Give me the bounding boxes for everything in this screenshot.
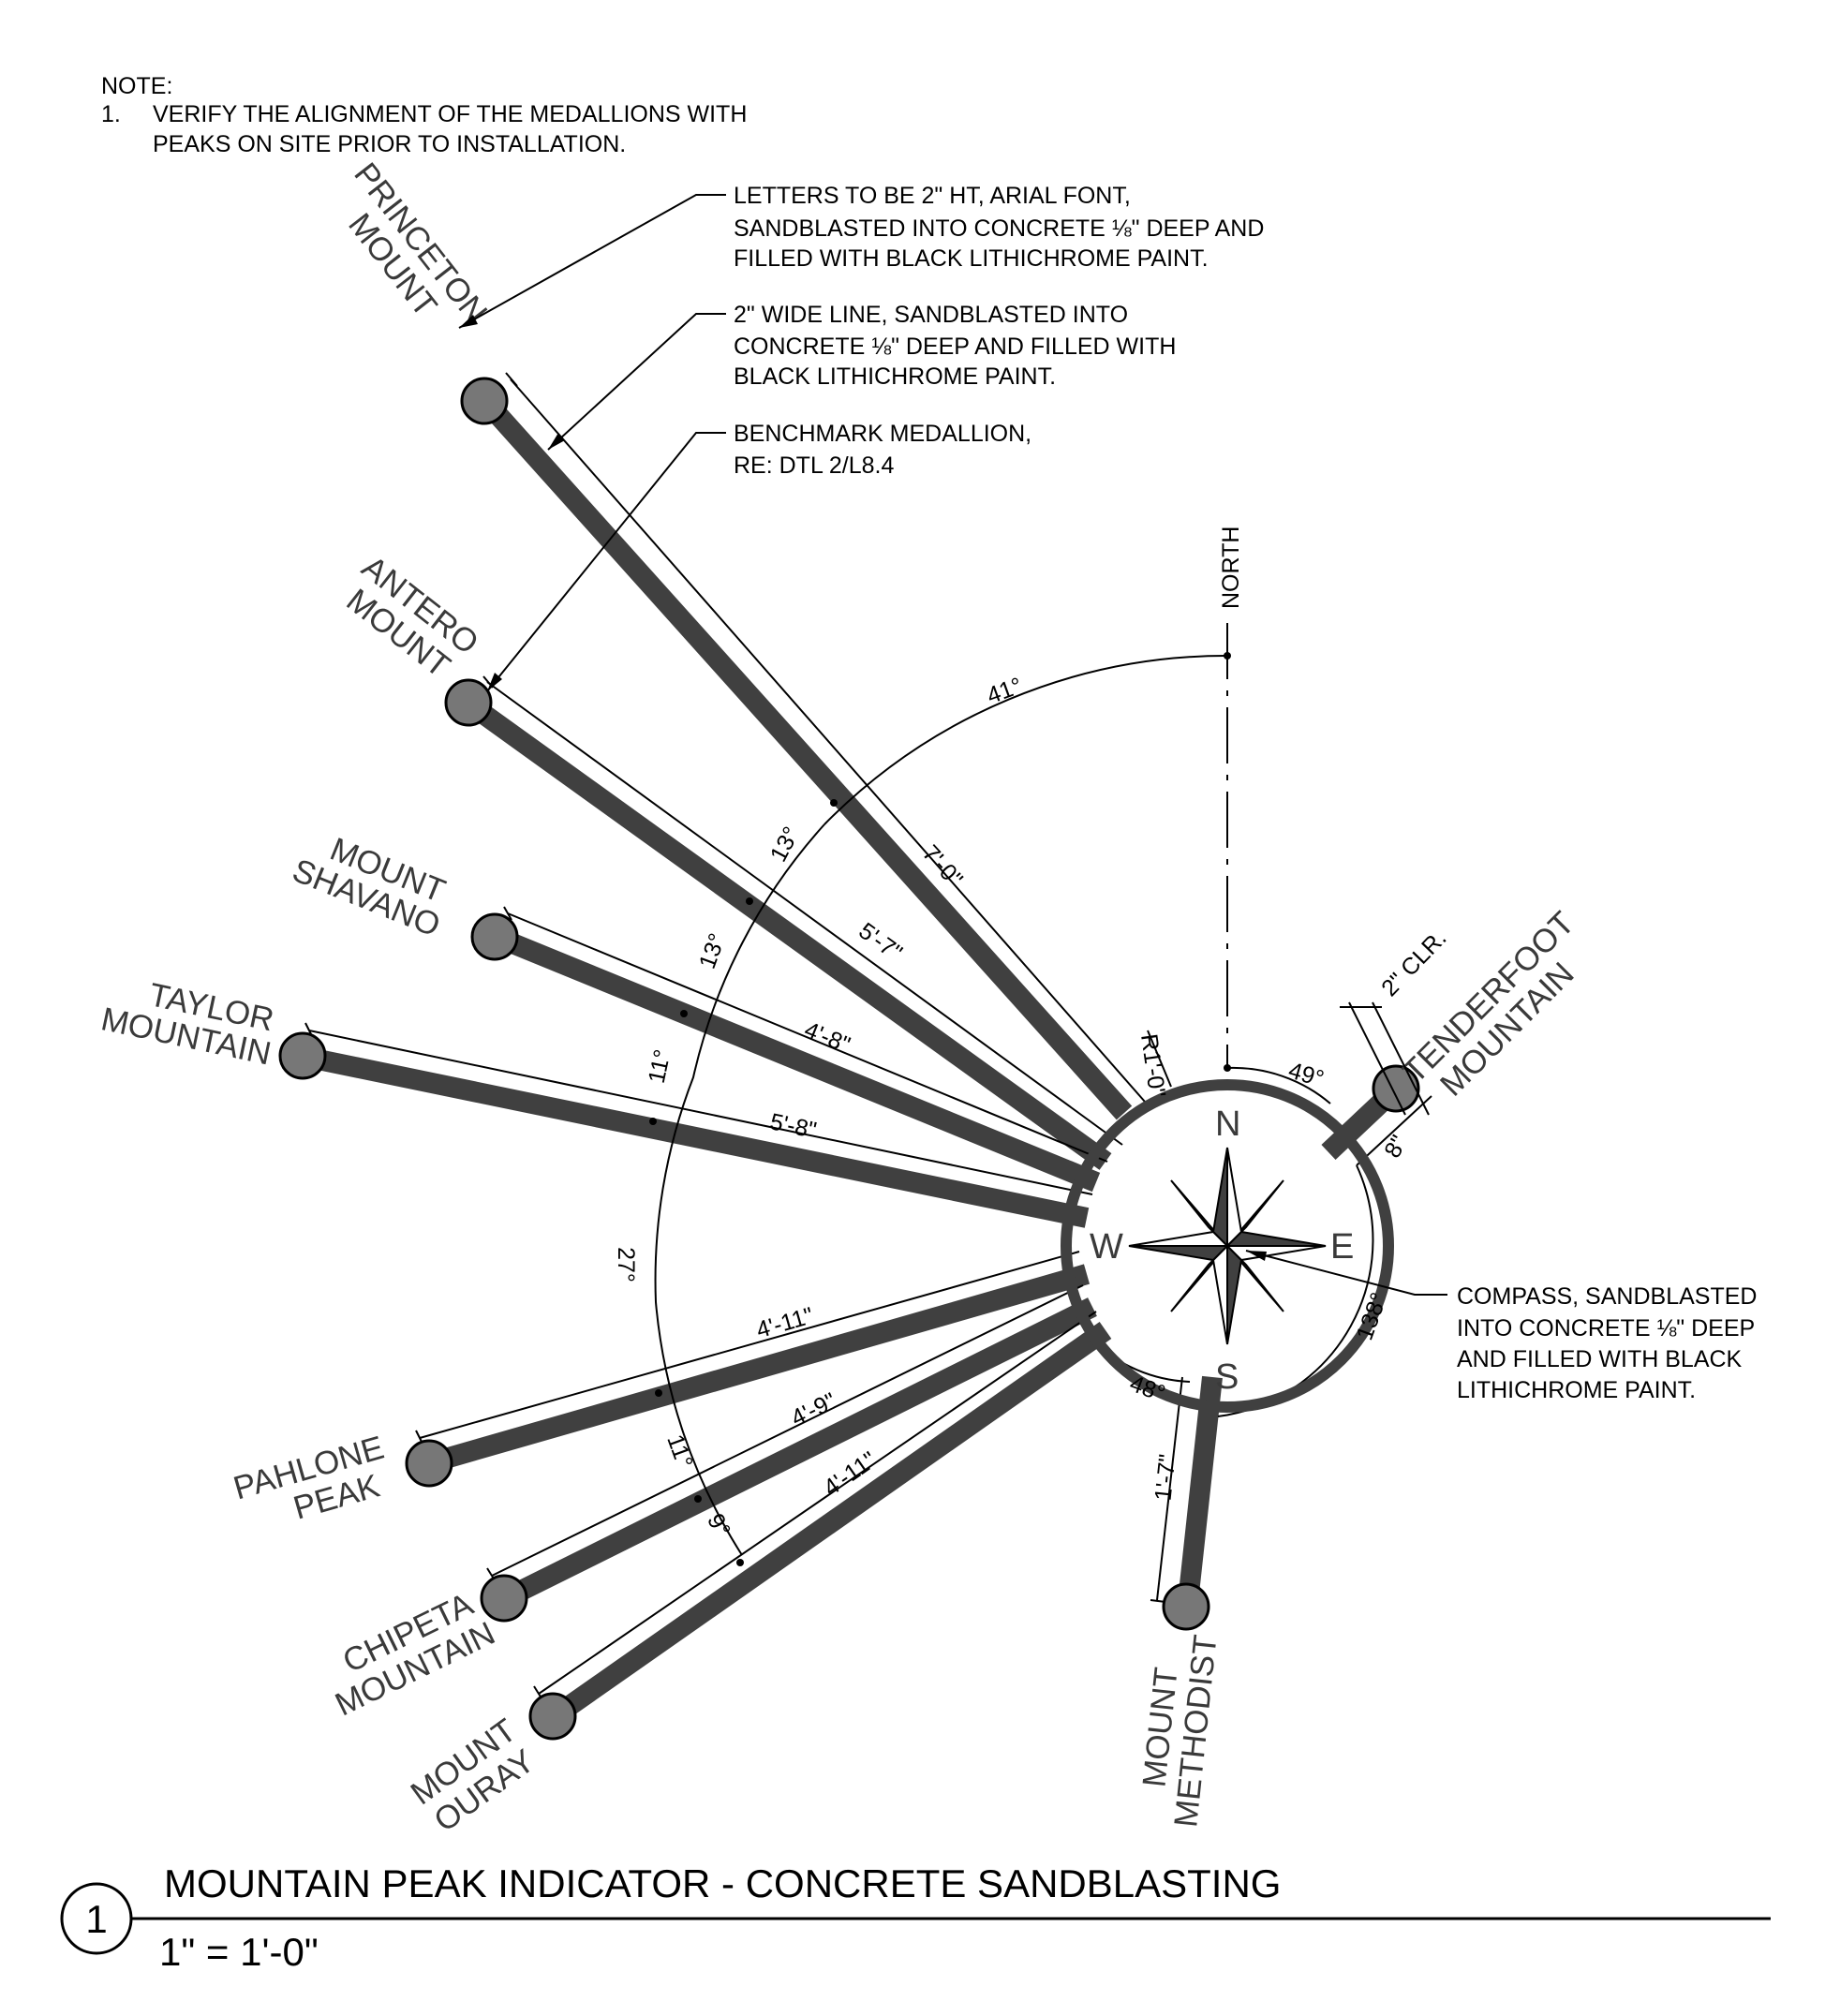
angle-138: 138° [1351, 1289, 1392, 1343]
medallion-ouray [528, 1692, 577, 1741]
arc-west [654, 823, 825, 1556]
ray-chipeta [501, 1297, 1097, 1608]
callout-line: 2" WIDE LINE, SANDBLASTED INTO CONCRETE … [547, 302, 1176, 451]
angle-27: 27° [613, 1247, 639, 1282]
callout-medallion-2: RE: DTL 2/L8.4 [734, 452, 894, 479]
clearance-label: 2" CLR. [1376, 925, 1451, 1001]
callout-letters-1: LETTERS TO BE 2" HT, ARIAL FONT, [734, 183, 1131, 209]
ray-antero [464, 696, 1112, 1170]
callout-compass-4: LITHICHROME PAINT. [1457, 1377, 1696, 1403]
callout-compass-1: COMPASS, SANDBLASTED [1457, 1283, 1757, 1310]
callout-compass-2: INTO CONCRETE ⅛" DEEP [1457, 1315, 1755, 1342]
callout-medallion-1: BENCHMARK MEDALLION, [734, 421, 1031, 447]
detail-title: MOUNTAIN PEAK INDICATOR - CONCRETE SANDB… [164, 1861, 1281, 1905]
callout-letters: LETTERS TO BE 2" HT, ARIAL FONT, SANDBLA… [458, 183, 1264, 329]
angle-48: 48° [1126, 1371, 1168, 1407]
compass-s: S [1215, 1357, 1239, 1397]
compass-rose: N S E W [1061, 1079, 1394, 1413]
ray-shavano [492, 926, 1101, 1193]
angle-13b: 13° [694, 930, 731, 972]
note-line-2: PEAKS ON SITE PRIOR TO INSTALLATION. [153, 131, 626, 157]
callout-letters-2: SANDBLASTED INTO CONCRETE ⅛" DEEP AND [734, 215, 1264, 242]
angle-41: 41° [984, 673, 1026, 709]
arc-49 [1226, 1066, 1331, 1104]
ray-methodist [1178, 1375, 1223, 1604]
length-pahlone: 4'-11" [753, 1302, 816, 1343]
angle-labels: 41° 13° 13° 11° 27° 11° 9° 48° 49° 138° [613, 673, 1392, 1542]
callout-line-1: 2" WIDE LINE, SANDBLASTED INTO [734, 302, 1128, 328]
callout-line-2: CONCRETE ⅛" DEEP AND FILLED WITH [734, 334, 1176, 360]
north-reference: NORTH [1218, 526, 1244, 1068]
angle-11a: 11° [644, 1047, 676, 1086]
note-number: 1. [101, 101, 121, 127]
ray-pahlone [425, 1264, 1091, 1474]
medallion-pahlone [405, 1439, 453, 1488]
medallion-taylor [278, 1031, 327, 1080]
callout-medallion: BENCHMARK MEDALLION, RE: DTL 2/L8.4 [486, 421, 1031, 692]
ray-ouray [548, 1321, 1112, 1726]
angle-49: 49° [1285, 1058, 1327, 1092]
compass-n: N [1215, 1104, 1240, 1144]
callout-compass: COMPASS, SANDBLASTED INTO CONCRETE ⅛" DE… [1245, 1250, 1757, 1403]
length-tenderfoot: 8" [1379, 1131, 1413, 1163]
callout-line-3: BLACK LITHICHROME PAINT. [734, 363, 1056, 390]
angle-13a: 13° [765, 823, 805, 867]
angle-arcs [649, 652, 1374, 1566]
compass-ring [1061, 1079, 1394, 1413]
detail-number: 1 [85, 1897, 107, 1941]
peak-rays [302, 395, 1402, 1726]
arc-41 [824, 654, 1228, 825]
ray-princeton [479, 395, 1133, 1120]
medallion-methodist [1162, 1582, 1210, 1631]
compass-w: W [1090, 1227, 1123, 1267]
length-taylor: 5'-8" [767, 1108, 819, 1144]
medallion-shavano [470, 912, 519, 961]
callout-letters-3: FILLED WITH BLACK LITHICHROME PAINT. [734, 245, 1209, 272]
medallion-antero [444, 678, 493, 727]
length-methodist: 1'-7" [1150, 1453, 1181, 1502]
detail-title-block: 1 MOUNTAIN PEAK INDICATOR - CONCRETE SAN… [60, 1861, 1771, 1974]
length-dimension-lines [304, 372, 1432, 1702]
angle-11b: 11° [661, 1431, 698, 1472]
callout-compass-3: AND FILLED WITH BLACK [1457, 1346, 1743, 1372]
medallion-tenderfoot [1372, 1064, 1420, 1113]
ray-taylor [302, 1046, 1090, 1228]
north-label: NORTH [1218, 526, 1244, 609]
benchmark-medallions [278, 377, 1420, 1741]
general-note: NOTE: 1. VERIFY THE ALIGNMENT OF THE MED… [101, 73, 747, 157]
medallion-princeton [460, 377, 509, 425]
peak-labels: MOUNT PRINCETON MOUNT ANTERO MOUNT SHAVA… [98, 156, 1581, 1840]
arc-138 [1217, 1164, 1374, 1417]
compass-e: E [1330, 1227, 1354, 1267]
medallion-chipeta [480, 1574, 528, 1623]
length-shavano: 4'-8" [801, 1016, 854, 1059]
note-line-1: VERIFY THE ALIGNMENT OF THE MEDALLIONS W… [153, 101, 747, 127]
note-heading: NOTE: [101, 73, 172, 99]
detail-scale: 1" = 1'-0" [159, 1930, 319, 1974]
length-antero: 5'-7" [853, 918, 907, 967]
